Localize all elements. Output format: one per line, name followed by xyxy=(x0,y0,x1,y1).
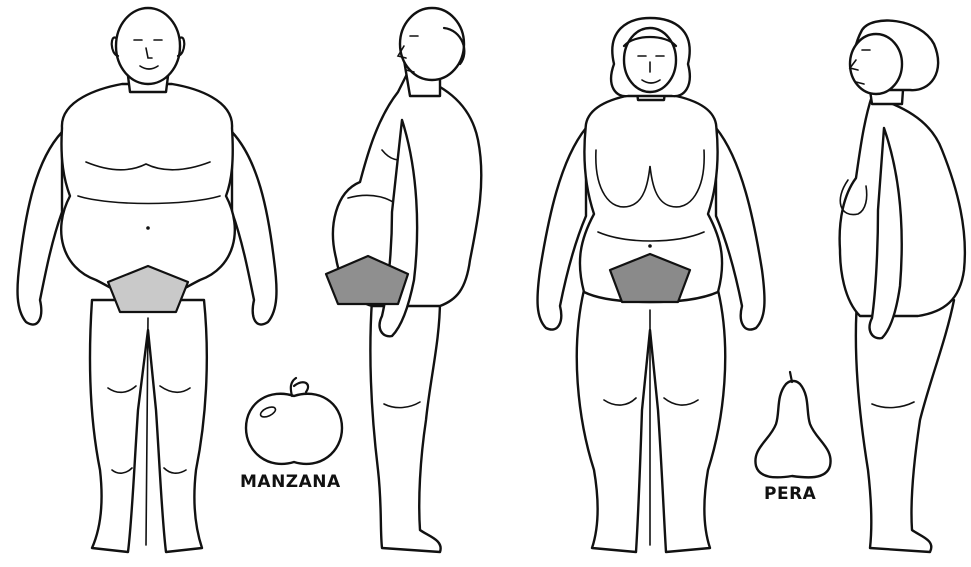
pear-icon xyxy=(755,372,830,477)
apple-icon xyxy=(246,378,342,464)
woman-front-figure xyxy=(538,18,765,552)
man-front-figure xyxy=(18,8,277,552)
apple-shape-label: MANZANA xyxy=(240,472,341,492)
woman-side-figure xyxy=(840,21,965,552)
pear-shape-label: PERA xyxy=(764,484,816,504)
man-side-figure xyxy=(326,8,481,552)
